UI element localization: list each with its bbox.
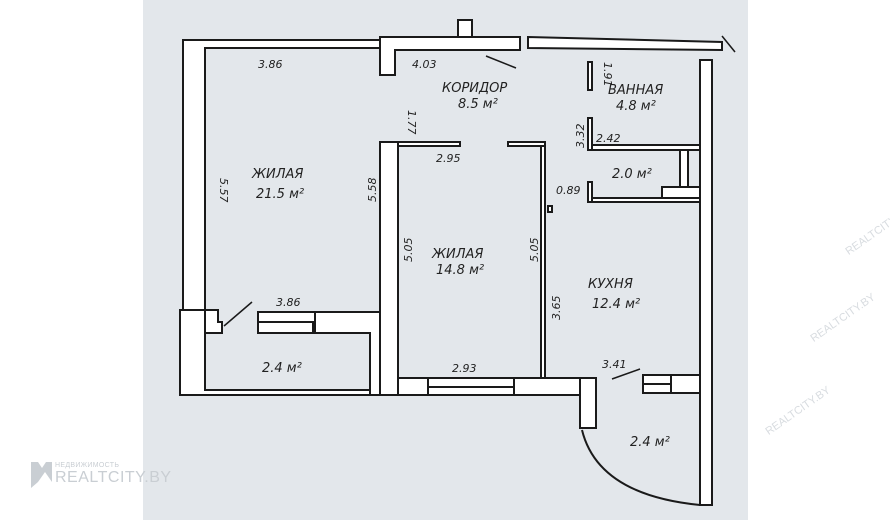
dim-top-left: 3.86: [258, 58, 283, 71]
corridor-label: КОРИДОР: [442, 81, 507, 96]
dim-kitchen-side: 3.65: [550, 296, 563, 321]
watermark-logo-icon: [31, 462, 52, 488]
block-c: [670, 374, 701, 394]
toilet-area: 2.0 м²: [612, 167, 652, 182]
balcony-wall-1: [257, 311, 316, 323]
dim-toilet-gap: 0.89: [556, 184, 581, 197]
bath-wall-mid: [587, 117, 593, 151]
window-pier-1: [397, 377, 429, 396]
corridor-area: 8.5 м²: [458, 97, 498, 112]
kitchen-label: КУХНЯ: [588, 277, 633, 292]
leader-line-2: [611, 368, 641, 380]
window-1: [427, 377, 515, 388]
living2-label: ЖИЛАЯ: [431, 247, 483, 262]
dim-corridor-side: 1.77: [405, 110, 418, 135]
dim-room2-top: 2.95: [436, 152, 461, 165]
dim-room1-bottom: 3.86: [276, 296, 301, 309]
dim-bath-width: 2.42: [596, 132, 621, 145]
wall-room2-right: [540, 145, 546, 379]
balcony-wall-3: [314, 311, 381, 396]
door-swing-line: [485, 55, 517, 69]
outer-wall-right: [699, 59, 713, 506]
dim-room2-left: 5.05: [402, 238, 415, 263]
wall-between-rooms: [379, 141, 399, 396]
balcony-wall-2: [257, 321, 314, 334]
living2-area: 14.8 м²: [436, 263, 484, 278]
toilet-wall-left: [587, 181, 593, 203]
bathroom-area: 4.8 м²: [616, 99, 656, 114]
bath-wall-top: [587, 61, 593, 91]
dim-bath-top: 1.91: [601, 62, 614, 87]
paper-background: [143, 0, 748, 520]
window-1b: [427, 386, 515, 396]
walls: [179, 19, 723, 506]
wall-block-top: [379, 36, 521, 76]
watermark-small-text: НЕДВИЖИМОСТЬ: [55, 462, 120, 469]
break-mark: [721, 35, 736, 53]
dim-room1-side: 5.57: [217, 178, 230, 203]
bath-wall-bottom: [591, 144, 701, 151]
socket-mark: [547, 205, 553, 213]
balcony-door-arc: [581, 429, 701, 506]
block-a: [642, 374, 672, 385]
wall-niche: [204, 309, 223, 334]
dim-room2-right: 5.05: [528, 238, 541, 263]
kitchen-area: 12.4 м²: [592, 297, 640, 312]
dimension-labels: 3.86 4.03 1.91 3.32 2.42 1.77 2.95 5.57 …: [217, 58, 627, 375]
toilet-wall-bottom: [591, 197, 701, 203]
window-pier-2: [513, 377, 581, 396]
vent-shaft: [457, 19, 473, 38]
annotations: [223, 35, 736, 506]
dim-bath-side: 3.32: [574, 124, 587, 149]
wall-room2-top-left: [397, 141, 461, 147]
balcony2-area: 2.4 м²: [630, 435, 670, 450]
balcony1-area: 2.4 м²: [262, 361, 302, 376]
living1-area: 21.5 м²: [256, 187, 304, 202]
wall-room2-top-right: [507, 141, 546, 147]
dim-room2-bottom: 2.93: [452, 362, 477, 375]
dim-kitchen-bottom: 3.41: [602, 358, 627, 371]
dim-room1-inner: 5.58: [366, 178, 379, 203]
bathroom-label: ВАННАЯ: [608, 83, 663, 98]
leader-line-1: [223, 301, 253, 327]
room-labels: КОРИДОР 8.5 м² ВАННАЯ 4.8 м² ЖИЛАЯ 21.5 …: [251, 81, 670, 450]
watermark-brand-text: REALTCITY.BY: [55, 469, 172, 486]
block-b: [642, 383, 672, 394]
living1-label: ЖИЛАЯ: [251, 167, 303, 182]
outer-wall-top-right: [527, 35, 723, 52]
column: [579, 377, 597, 429]
toilet-wall: [679, 149, 689, 191]
dim-top-corridor: 4.03: [412, 58, 437, 71]
